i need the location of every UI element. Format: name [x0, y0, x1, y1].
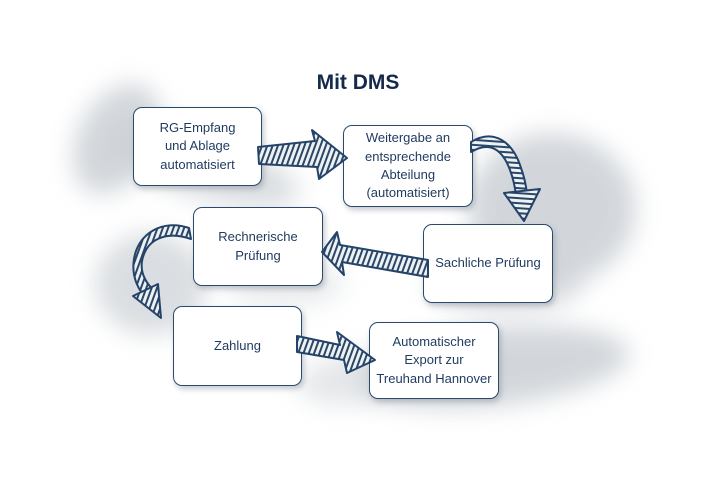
node-label-line: Zahlung [214, 337, 261, 353]
node-automatischer-export: Automatischer Export zur Treuhand Hannov… [369, 322, 499, 399]
node-rechnerische-pruefung: Rechnerische Prüfung [193, 207, 323, 286]
node-label-line: und Ablage [164, 138, 231, 154]
node-label-line: Automatischer [392, 333, 476, 349]
node-label-line: Export zur [404, 352, 464, 368]
node-label-line: entsprechende [364, 148, 451, 164]
node-label-line: Abteilung [380, 167, 436, 182]
node-zahlung: Zahlung [173, 306, 302, 386]
node-label-line: Rechnerische [218, 229, 298, 245]
node-sachliche-pruefung: Sachliche Prüfung [423, 224, 553, 303]
node-label-line: Sachliche Prüfung [435, 255, 541, 271]
arrow-sachliche-to-rechnerische [321, 231, 429, 278]
node-weitergabe-abteilung: Weitergabe an entsprechende Abteilung (a… [343, 125, 473, 207]
diagram-title: Mit DMS [316, 71, 400, 94]
node-label-line: Prüfung [235, 247, 281, 263]
node-label-line: automatisiert [160, 156, 235, 172]
node-label-line: Weitergabe an [365, 130, 451, 146]
node-label-line: (automatisiert) [366, 185, 450, 201]
node-label-line: RG-Empfang [159, 119, 236, 135]
node-rg-empfang-ablage: RG-Empfang und Ablage automatisiert [133, 107, 262, 186]
node-label-line: Treuhand Hannover [376, 370, 492, 386]
